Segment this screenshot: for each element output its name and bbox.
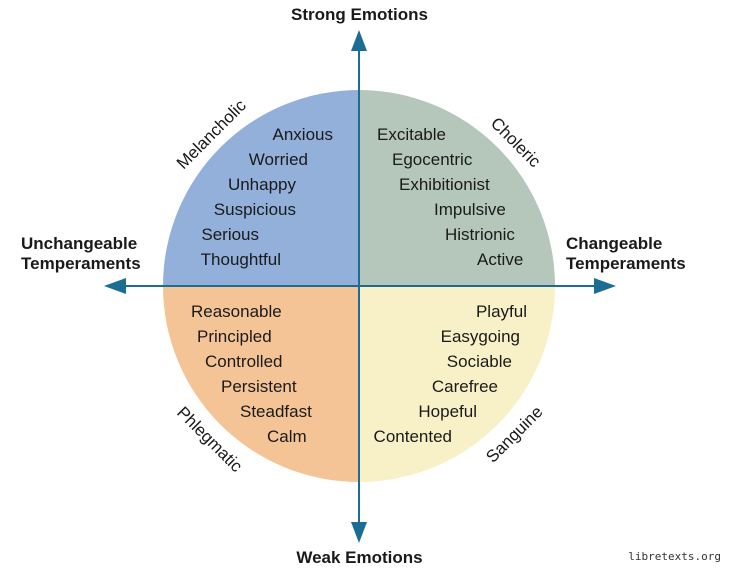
phlegmatic-quadrant [163,286,359,482]
arrow-down-icon [351,522,367,543]
trait-item: Hopeful [418,402,477,421]
trait-item: Steadfast [240,402,312,421]
sanguine-quadrant [359,286,555,482]
changeable-line1: Changeable [566,234,663,253]
trait-item: Histrionic [445,225,515,244]
choleric-traits: Excitable Egocentric Exhibitionist Impul… [377,125,523,269]
trait-item: Contented [374,427,452,446]
changeable-temperaments-label: Changeable Temperaments [566,234,686,274]
trait-item: Controlled [205,352,283,371]
choleric-quadrant [359,90,555,286]
trait-item: Anxious [273,125,333,144]
weak-emotions-label: Weak Emotions [296,548,423,567]
watermark: libretexts.org [628,550,721,563]
trait-item: Excitable [377,125,446,144]
phlegmatic-traits: Reasonable Principled Controlled Persist… [191,302,312,446]
unchangeable-line2: Temperaments [21,254,141,273]
trait-item: Reasonable [191,302,282,321]
trait-item: Persistent [221,377,297,396]
trait-item: Unhappy [228,175,297,194]
trait-item: Suspicious [214,200,296,219]
trait-item: Worried [249,150,308,169]
trait-item: Egocentric [392,150,473,169]
arrow-left-icon [104,278,126,294]
melancholic-quadrant [163,90,359,286]
changeable-line2: Temperaments [566,254,686,273]
trait-item: Sociable [447,352,512,371]
unchangeable-line1: Unchangeable [21,234,138,253]
trait-item: Active [477,250,523,269]
unchangeable-temperaments-label: Unchangeable Temperaments [21,234,141,274]
arrow-up-icon [351,30,367,51]
trait-item: Principled [197,327,272,346]
axes [123,48,596,524]
trait-item: Impulsive [434,200,506,219]
strong-emotions-label: Strong Emotions [291,5,428,24]
trait-item: Thoughtful [201,250,281,269]
trait-item: Carefree [432,377,498,396]
traits: Anxious Worried Unhappy Suspicious Serio… [191,125,527,446]
trait-item: Calm [267,427,307,446]
sanguine-traits: Playful Easygoing Sociable Carefree Hope… [374,302,527,446]
trait-item: Serious [201,225,259,244]
melancholic-traits: Anxious Worried Unhappy Suspicious Serio… [201,125,333,269]
trait-item: Easygoing [441,327,520,346]
trait-item: Playful [476,302,527,321]
trait-item: Exhibitionist [399,175,490,194]
arrow-right-icon [594,278,616,294]
